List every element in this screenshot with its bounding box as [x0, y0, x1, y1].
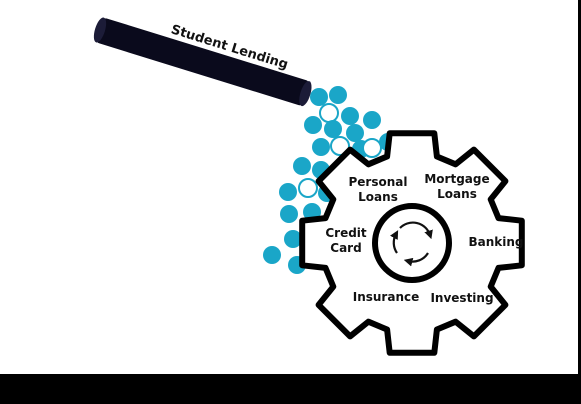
cycle-arrow-1 — [399, 221, 433, 240]
ball — [324, 120, 342, 138]
ball — [346, 124, 364, 142]
ball — [341, 107, 359, 125]
ball — [310, 88, 328, 106]
label-personal-loans-line1: Personal — [349, 175, 408, 189]
inner-circle — [372, 203, 452, 283]
label-credit-card-line1: Credit — [325, 226, 367, 240]
ball — [304, 116, 322, 134]
cycle-arrow-2 — [403, 252, 429, 267]
label-personal-loans-line2: Loans — [358, 190, 398, 204]
hollow-ball — [298, 178, 318, 198]
ball — [279, 183, 297, 201]
hollow-ball — [319, 103, 339, 123]
refresh-cycle-icon — [372, 203, 452, 283]
label-mortgage-loans-line1: Mortgage — [424, 172, 489, 186]
label-insurance: Insurance — [353, 290, 420, 304]
label-mortgage-loans-line2: Loans — [437, 187, 477, 201]
ball — [312, 138, 330, 156]
ball — [363, 111, 381, 129]
cycle-arrow-3 — [390, 230, 399, 254]
hollow-ball — [330, 136, 350, 156]
label-banking: Banking — [468, 235, 523, 249]
ball — [284, 230, 302, 248]
ball — [293, 157, 311, 175]
ball — [280, 205, 298, 223]
pipe-left-end — [93, 17, 107, 43]
ball — [263, 246, 281, 264]
label-credit-card-line2: Card — [330, 241, 361, 255]
pipe-body — [96, 18, 309, 106]
ball — [329, 86, 347, 104]
label-investing: Investing — [430, 291, 493, 305]
pipe-right-end — [299, 81, 312, 107]
hollow-ball — [362, 138, 382, 158]
